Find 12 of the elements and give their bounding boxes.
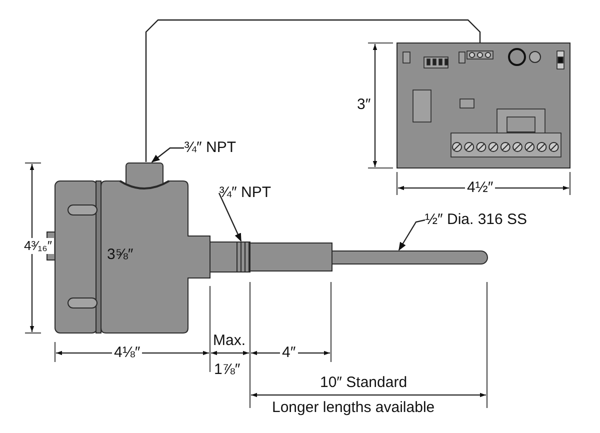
- callout-text: ½″ Dia. 316 SS: [425, 211, 528, 229]
- callout-text: ¾″ NPT: [184, 139, 237, 157]
- dimension-label: 1⅞″: [213, 362, 242, 378]
- cable: [398, 219, 426, 251]
- dimension-label: Longer lengths available: [270, 400, 437, 416]
- cable: [151, 147, 184, 163]
- dimension-label: Max.: [212, 333, 247, 349]
- dimension-label: 4³⁄₁₆″: [22, 238, 54, 254]
- cable: [145, 19, 481, 162]
- dimension-label: 3⅝″: [106, 247, 134, 263]
- callout-text: ¾″ NPT: [219, 184, 272, 202]
- cable: [218, 192, 242, 242]
